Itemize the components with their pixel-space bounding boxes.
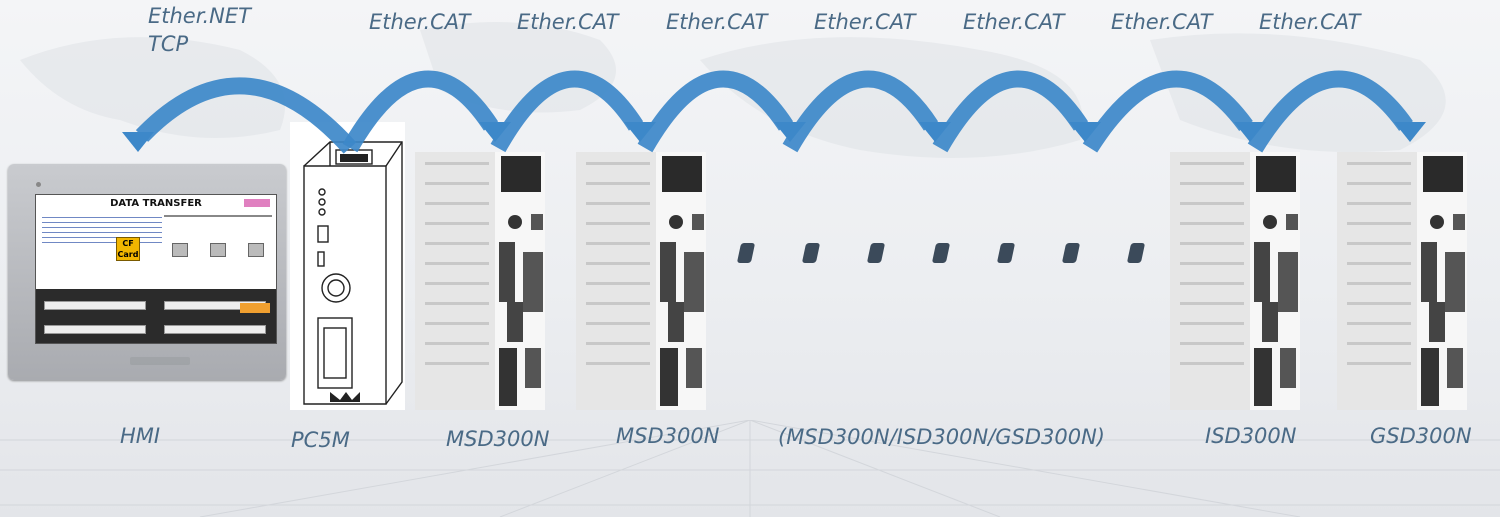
ethernet-label-line1: Ether.NET: [148, 4, 251, 28]
ellipsis-dot: [801, 243, 821, 263]
hmi-plc-box-2: [210, 243, 226, 257]
hmi-screen-network-diagram: [164, 215, 272, 273]
drive-drawing: [576, 152, 706, 410]
ethercat-label-6: Ether.CAT: [1111, 10, 1213, 34]
ellipsis-dots-icon: [735, 243, 1155, 267]
drive-drawing: [1337, 152, 1467, 410]
label-hmi: HMI: [120, 424, 161, 448]
ellipsis-dot: [736, 243, 756, 263]
hmi-screen-badge: [244, 199, 270, 207]
msd300n-drive-2: [576, 152, 706, 410]
label-gsd300n: GSD300N: [1370, 424, 1472, 448]
label-msd300n-1: MSD300N: [446, 427, 550, 451]
ellipsis-dot: [1126, 243, 1146, 263]
ethercat-label-4: Ether.CAT: [814, 10, 916, 34]
floor-grid: [0, 420, 1500, 517]
label-msd300n-2: MSD300N: [616, 424, 720, 448]
ethercat-label-1: Ether.CAT: [369, 10, 471, 34]
hmi-screen-text: [42, 217, 162, 245]
hmi-brand-logo: [130, 357, 190, 365]
ellipsis-dot: [1061, 243, 1081, 263]
ethercat-label-5: Ether.CAT: [963, 10, 1065, 34]
ethercat-label-2: Ether.CAT: [517, 10, 619, 34]
hmi-plc-box-3: [248, 243, 264, 257]
pc5m-drawing: [303, 141, 403, 405]
msd300n-drive-1: [415, 152, 545, 410]
isd300n-drive: [1170, 152, 1300, 410]
hmi-field-destination-2: [164, 325, 266, 334]
hmi-screen: DATA TRANSFER CF Card: [35, 194, 277, 344]
label-isd300n: ISD300N: [1205, 424, 1297, 448]
hmi-screen-title: DATA TRANSFER: [110, 198, 202, 209]
ethercat-label-7: Ether.CAT: [1259, 10, 1361, 34]
ethercat-label-3: Ether.CAT: [666, 10, 768, 34]
gsd300n-drive: [1337, 152, 1467, 410]
hmi-device: DATA TRANSFER CF Card: [8, 164, 286, 380]
hmi-led: [36, 182, 41, 187]
hmi-trigger-button: [240, 303, 270, 313]
drive-drawing: [1170, 152, 1300, 410]
cf-card-icon: CF Card: [116, 237, 140, 261]
ellipsis-dot: [931, 243, 951, 263]
ethernet-label-line2: TCP: [148, 32, 189, 56]
hmi-screen-panel: [36, 289, 276, 343]
drive-drawing: [415, 152, 545, 410]
hmi-plc-box-1: [172, 243, 188, 257]
label-optional-drives: (MSD300N/ISD300N/GSD300N): [778, 425, 1105, 449]
hmi-field-source: [44, 301, 146, 310]
ellipsis-dot: [996, 243, 1016, 263]
hmi-field-destination: [44, 325, 146, 334]
pc5m-controller: [290, 122, 405, 410]
ethernet-label: Ether.NET TCP: [148, 2, 251, 58]
label-pc5m: PC5M: [291, 428, 350, 452]
ellipsis-dot: [866, 243, 886, 263]
